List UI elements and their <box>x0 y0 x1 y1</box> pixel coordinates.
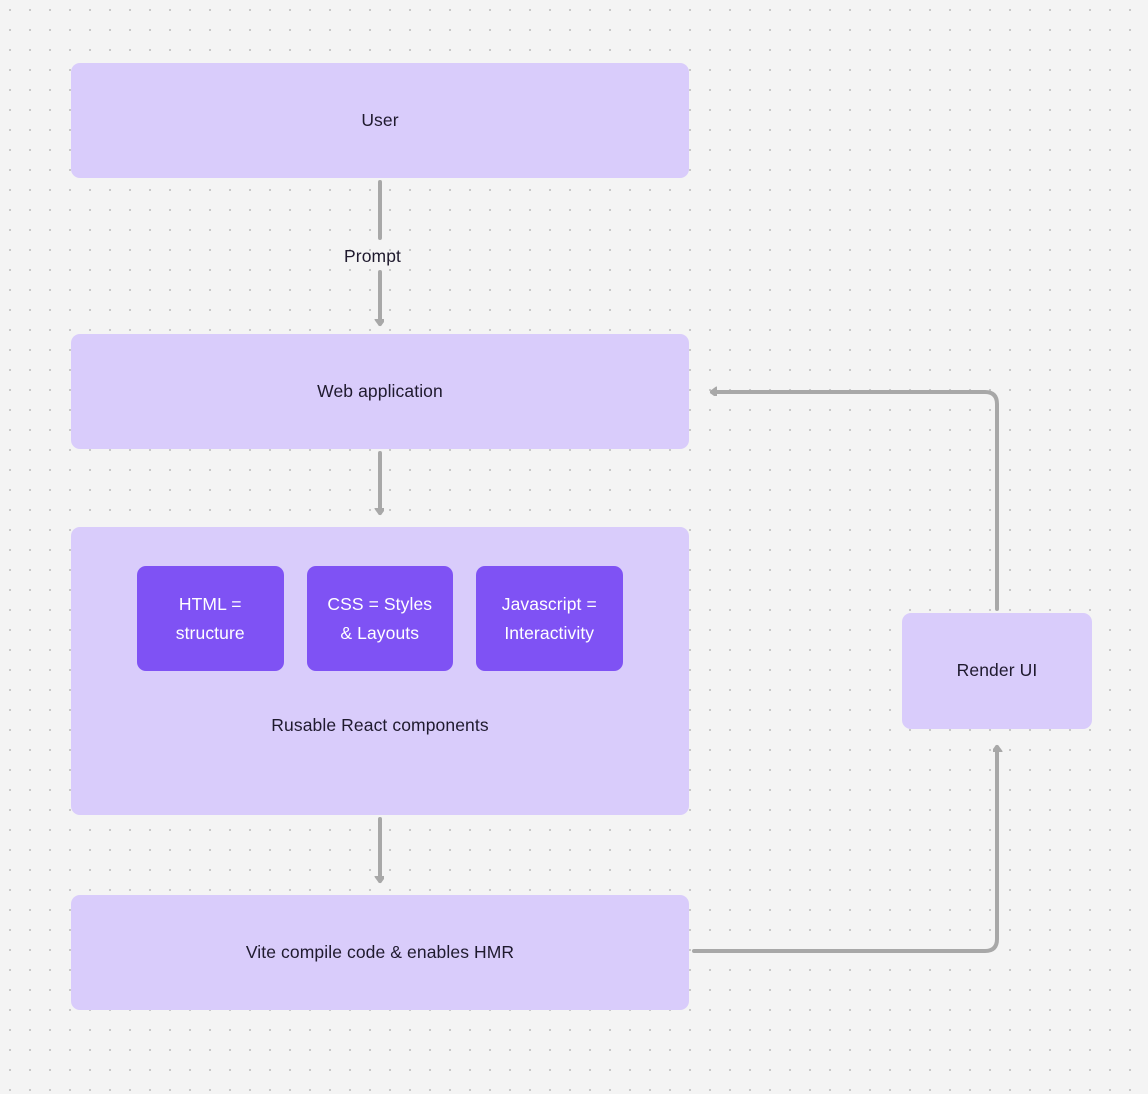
sub-node-javascript-line2: Interactivity <box>504 622 595 643</box>
sub-node-html-line2: structure <box>175 622 245 643</box>
sub-node-css-line1: CSS = Styles <box>327 594 433 615</box>
sub-node-css[interactable]: CSS = Styles & Layouts <box>306 566 453 671</box>
sub-node-html-line1: HTML = <box>178 594 242 615</box>
edge-vite-to-render <box>692 747 997 953</box>
sub-node-javascript-line1: Javascript = <box>501 594 597 615</box>
sub-node-html-label: HTML = structure <box>176 590 245 647</box>
sub-node-javascript[interactable]: Javascript = Interactivity <box>476 566 623 671</box>
node-vite-label: Vite compile code & enables HMR <box>245 941 515 962</box>
node-react-components-caption: Rusable React components <box>271 715 489 735</box>
node-render-ui[interactable]: Render UI <box>902 613 1092 729</box>
sub-node-css-label: CSS = Styles & Layouts <box>327 590 432 647</box>
edge-label-prompt: Prompt <box>344 246 402 266</box>
node-user-label: User <box>361 109 399 130</box>
react-sub-node-row: HTML = structure CSS = Styles & Layouts … <box>137 566 623 671</box>
node-react-components[interactable]: HTML = structure CSS = Styles & Layouts … <box>71 527 689 815</box>
node-web-application[interactable]: Web application <box>71 334 689 449</box>
node-user[interactable]: User <box>71 63 689 178</box>
sub-node-css-line2: & Layouts <box>340 622 420 643</box>
node-web-application-label: Web application <box>317 380 443 401</box>
sub-node-javascript-label: Javascript = Interactivity <box>502 590 597 647</box>
edge-render-to-webapp <box>712 392 999 611</box>
node-vite[interactable]: Vite compile code & enables HMR <box>71 895 689 1010</box>
sub-node-html[interactable]: HTML = structure <box>137 566 284 671</box>
node-render-ui-label: Render UI <box>956 660 1038 681</box>
